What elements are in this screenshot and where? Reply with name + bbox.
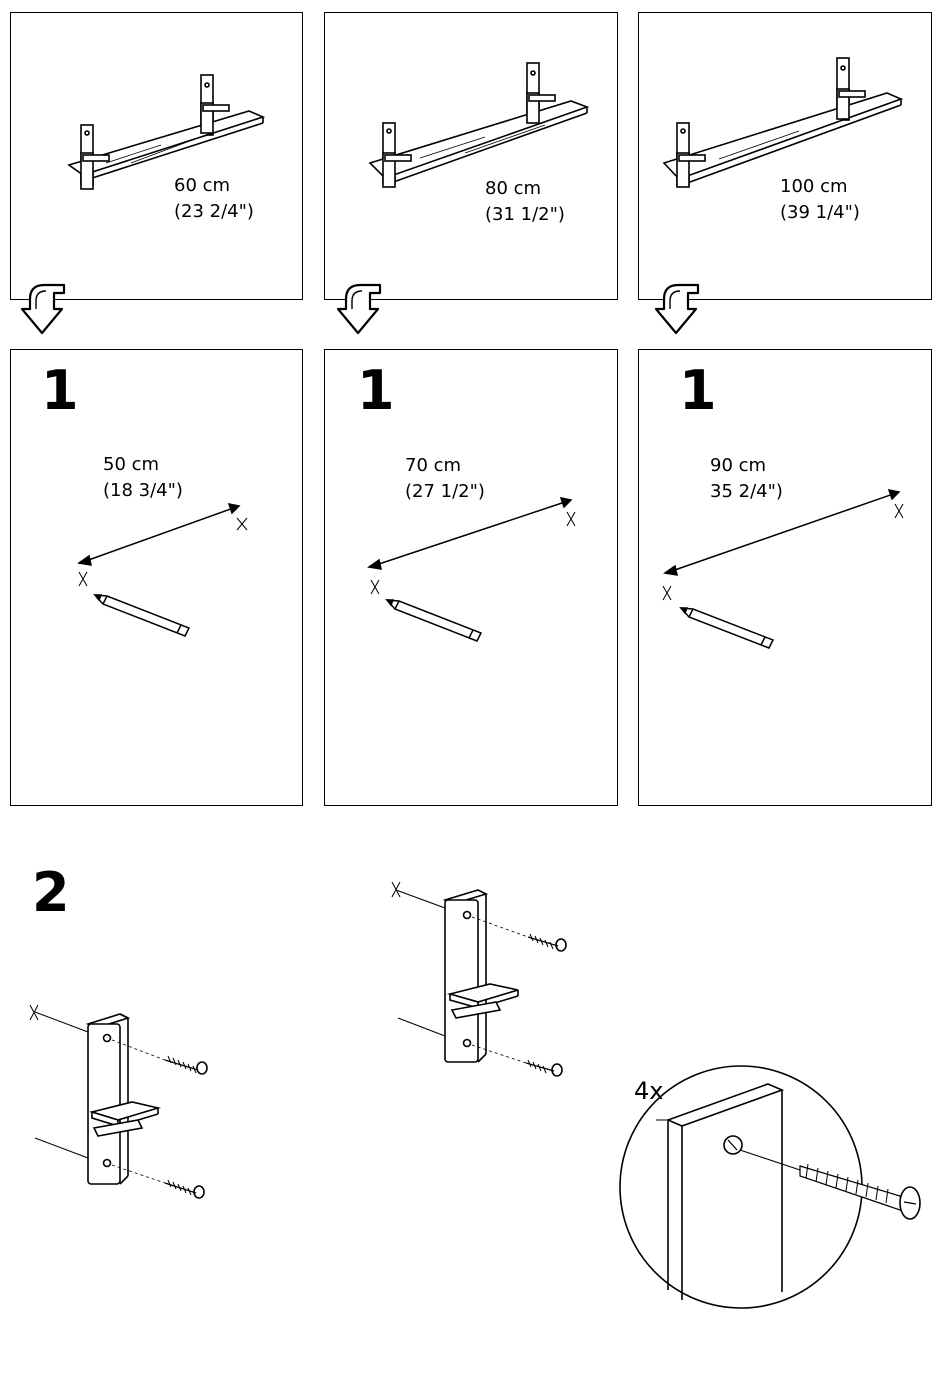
screw-quantity: 4x [634,1078,663,1104]
wall-bracket-left [30,1005,207,1198]
screw-detail [620,1066,920,1308]
wall-bracket-right [392,882,566,1076]
